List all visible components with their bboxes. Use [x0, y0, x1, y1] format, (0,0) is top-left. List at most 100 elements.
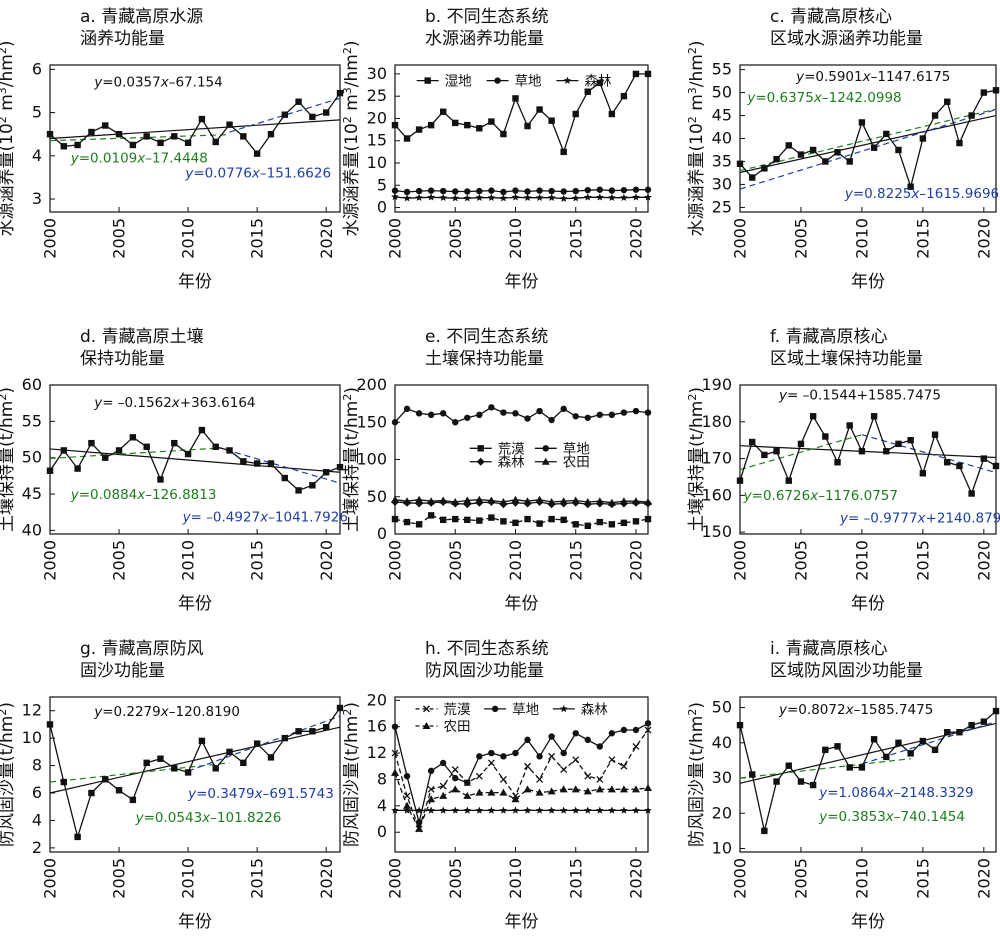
data-point: [907, 183, 914, 190]
series-line: [49, 92, 341, 155]
x-tick-label: 2010: [179, 858, 198, 899]
data-point: [797, 151, 805, 158]
data-point: [487, 788, 496, 796]
legend-label: 草地: [515, 74, 543, 90]
legend-marker: [563, 76, 572, 84]
data-point: [403, 405, 411, 413]
data-point: [452, 515, 459, 523]
data-point: [115, 447, 123, 454]
plot-frame: [49, 696, 341, 853]
data-point: [785, 762, 792, 769]
data-point: [439, 496, 448, 504]
panel-title-line: e. 不同生态系统: [425, 327, 548, 347]
legend-label: 农田: [443, 719, 470, 735]
x-tick-label: 2005: [446, 218, 465, 259]
data-point: [524, 515, 531, 523]
data-point: [748, 438, 756, 446]
legend-marker: [422, 722, 431, 730]
x-tick-label: 2010: [506, 858, 525, 899]
data-point: [773, 155, 780, 163]
data-point: [632, 518, 640, 525]
trend-line-black: [49, 119, 341, 140]
data-point: [931, 746, 939, 754]
data-point: [608, 806, 616, 814]
data-point: [391, 723, 399, 730]
panel-title-line: b. 不同生态系统: [425, 7, 549, 27]
data-point: [620, 92, 628, 100]
data-point: [129, 796, 137, 804]
trend-equation-green: y=0.6726x–1176.0757: [743, 488, 898, 504]
trend-line-green: [739, 758, 911, 779]
data-point: [559, 806, 568, 814]
data-point: [403, 194, 411, 202]
y-tick-label: 30: [712, 174, 732, 193]
data-point: [415, 495, 424, 503]
data-point: [931, 431, 939, 438]
data-point: [596, 193, 604, 201]
data-point: [511, 495, 520, 503]
y-tick-label: 3: [32, 189, 42, 208]
x-tick-label: 2010: [506, 218, 525, 259]
trend-equation-blue: y=0.0776x–151.6626: [184, 165, 331, 181]
data-point: [102, 454, 109, 461]
y-tick-label: 4: [32, 810, 42, 829]
data-point: [487, 759, 495, 767]
data-point: [608, 187, 616, 194]
series-line-森林: [394, 196, 648, 200]
data-point: [102, 776, 109, 783]
data-point: [608, 110, 616, 118]
data-point: [523, 785, 532, 793]
data-point: [644, 784, 652, 792]
data-point: [475, 193, 484, 201]
data-point: [870, 413, 878, 420]
data-point: [511, 193, 520, 201]
data-point: [883, 753, 890, 761]
data-point: [773, 778, 780, 785]
data-point: [572, 187, 579, 195]
trend-equation-green: y=0.0109x–17.4448: [70, 150, 208, 166]
y-tick-label: 50: [367, 487, 387, 506]
data-point: [895, 739, 902, 746]
y-axis-label: 防风固沙量(t/hm2): [686, 702, 707, 847]
data-point: [907, 750, 914, 757]
data-point: [797, 778, 805, 785]
data-point: [184, 450, 192, 458]
plot-frame: [394, 64, 649, 213]
trend-line-green: [49, 134, 230, 142]
data-point: [548, 733, 555, 740]
data-point: [980, 718, 988, 725]
data-point: [488, 187, 495, 194]
x-tick-label: 2020: [627, 218, 646, 259]
panel-title-line: 土壤保持功能量: [425, 348, 544, 369]
legend-label: 森林: [584, 74, 612, 90]
y-tick-label: 40: [712, 129, 732, 148]
data-point: [500, 188, 507, 196]
x-tick-label: 2010: [506, 540, 525, 581]
data-point: [992, 87, 1000, 94]
data-point: [512, 95, 519, 102]
data-point: [487, 496, 496, 504]
data-point: [427, 785, 435, 793]
data-point: [295, 98, 302, 105]
data-point: [488, 404, 495, 411]
data-point: [476, 411, 483, 418]
data-point: [571, 785, 580, 793]
x-tick-label: 2000: [41, 858, 60, 899]
data-point: [281, 734, 288, 742]
x-tick-label: 2015: [566, 218, 585, 259]
series-line-农田: [394, 772, 649, 831]
data-point: [595, 785, 604, 793]
data-point: [583, 497, 592, 505]
data-point: [858, 764, 866, 771]
data-point: [560, 766, 568, 774]
x-tick-label: 2020: [317, 540, 336, 581]
data-point: [309, 113, 316, 121]
data-point: [547, 193, 556, 201]
data-point: [548, 187, 555, 195]
data-point: [523, 806, 532, 814]
data-point: [571, 194, 580, 202]
data-point: [572, 521, 579, 528]
data-point: [834, 149, 841, 156]
data-point: [644, 409, 652, 416]
x-tick-label: 2000: [386, 858, 405, 899]
